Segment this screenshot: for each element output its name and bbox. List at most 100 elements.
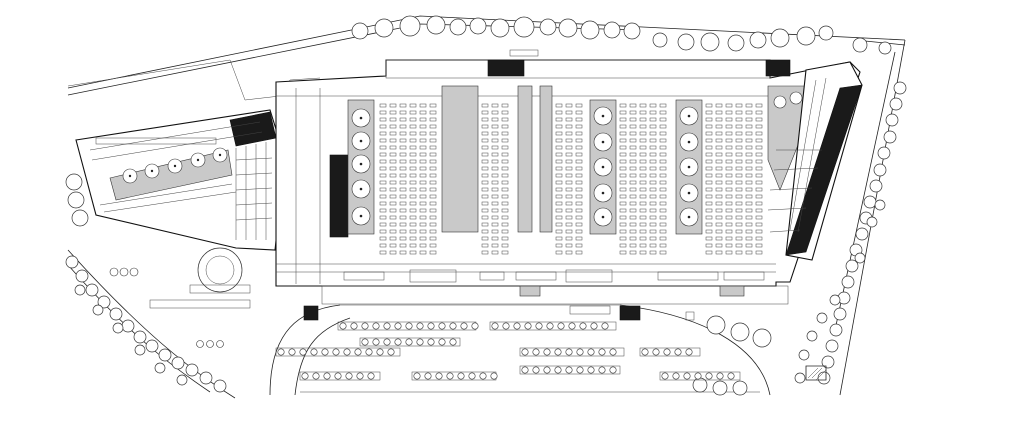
trees-left [65,173,243,393]
parking-stall [524,322,532,330]
desk [501,166,509,171]
desk [659,236,667,241]
courtyards [347,85,813,235]
desk [745,250,753,255]
desk [555,117,563,122]
desk [745,110,753,115]
desk [555,208,563,213]
desk [555,236,563,241]
desk [659,180,667,185]
desk [491,152,499,157]
desk [409,152,417,157]
desk [555,229,563,234]
desk [629,103,637,108]
desk [755,138,763,143]
desk [481,180,489,185]
desk [419,229,427,234]
desk [501,103,509,108]
parking-stall [685,348,693,356]
parking-stall [543,348,551,356]
desk [419,103,427,108]
desk [715,131,723,136]
desk [705,243,713,248]
desk [619,159,627,164]
parking-stall [576,366,584,374]
desk [409,215,417,220]
desk [389,124,397,129]
desk [649,131,657,136]
desk [745,222,753,227]
desk [649,180,657,185]
office-rows [379,103,763,255]
desk [659,145,667,150]
desk [705,159,713,164]
right-block [767,61,863,261]
desk [429,229,437,234]
desk [565,131,573,136]
desk [389,138,397,143]
desk [649,243,657,248]
desk [565,138,573,143]
desk [735,243,743,248]
parking-stall [601,322,609,330]
desk [639,250,647,255]
desk [555,138,563,143]
desk [481,131,489,136]
desk [481,166,489,171]
desk [501,236,509,241]
parking-stall [546,322,554,330]
desk [629,187,637,192]
parking-row [639,347,701,357]
desk [481,124,489,129]
desk [715,166,723,171]
parking-stall [339,322,347,330]
desk [399,103,407,108]
parking-row [489,321,617,331]
desk [419,138,427,143]
desk [565,145,573,150]
desk [429,243,437,248]
desk [639,159,647,164]
desk [389,166,397,171]
desk [715,152,723,157]
parking-stall [383,338,391,346]
desk [725,201,733,206]
desk [619,110,627,115]
desk [755,159,763,164]
desk [629,152,637,157]
parking-stall [361,322,369,330]
desk [745,187,753,192]
parking-stall [590,322,598,330]
parking-stall [449,322,457,330]
desk [409,166,417,171]
parking-stall [491,322,499,330]
desk [735,152,743,157]
desk [389,243,397,248]
desk [501,194,509,199]
desk [629,180,637,185]
desk [555,187,563,192]
desk [725,166,733,171]
desk [429,166,437,171]
desk [555,173,563,178]
desk [481,145,489,150]
desk [419,166,427,171]
desk [755,117,763,122]
desk [619,250,627,255]
desk [419,250,427,255]
desk [419,117,427,122]
desk [639,229,647,234]
desk [379,194,387,199]
desk [705,208,713,213]
desk [481,138,489,143]
desk [639,124,647,129]
desk [649,194,657,199]
desk [705,250,713,255]
parking-stall [438,322,446,330]
desk [619,166,627,171]
desk [379,138,387,143]
desk [575,208,583,213]
desk [399,215,407,220]
desk [715,138,723,143]
desk [715,250,723,255]
